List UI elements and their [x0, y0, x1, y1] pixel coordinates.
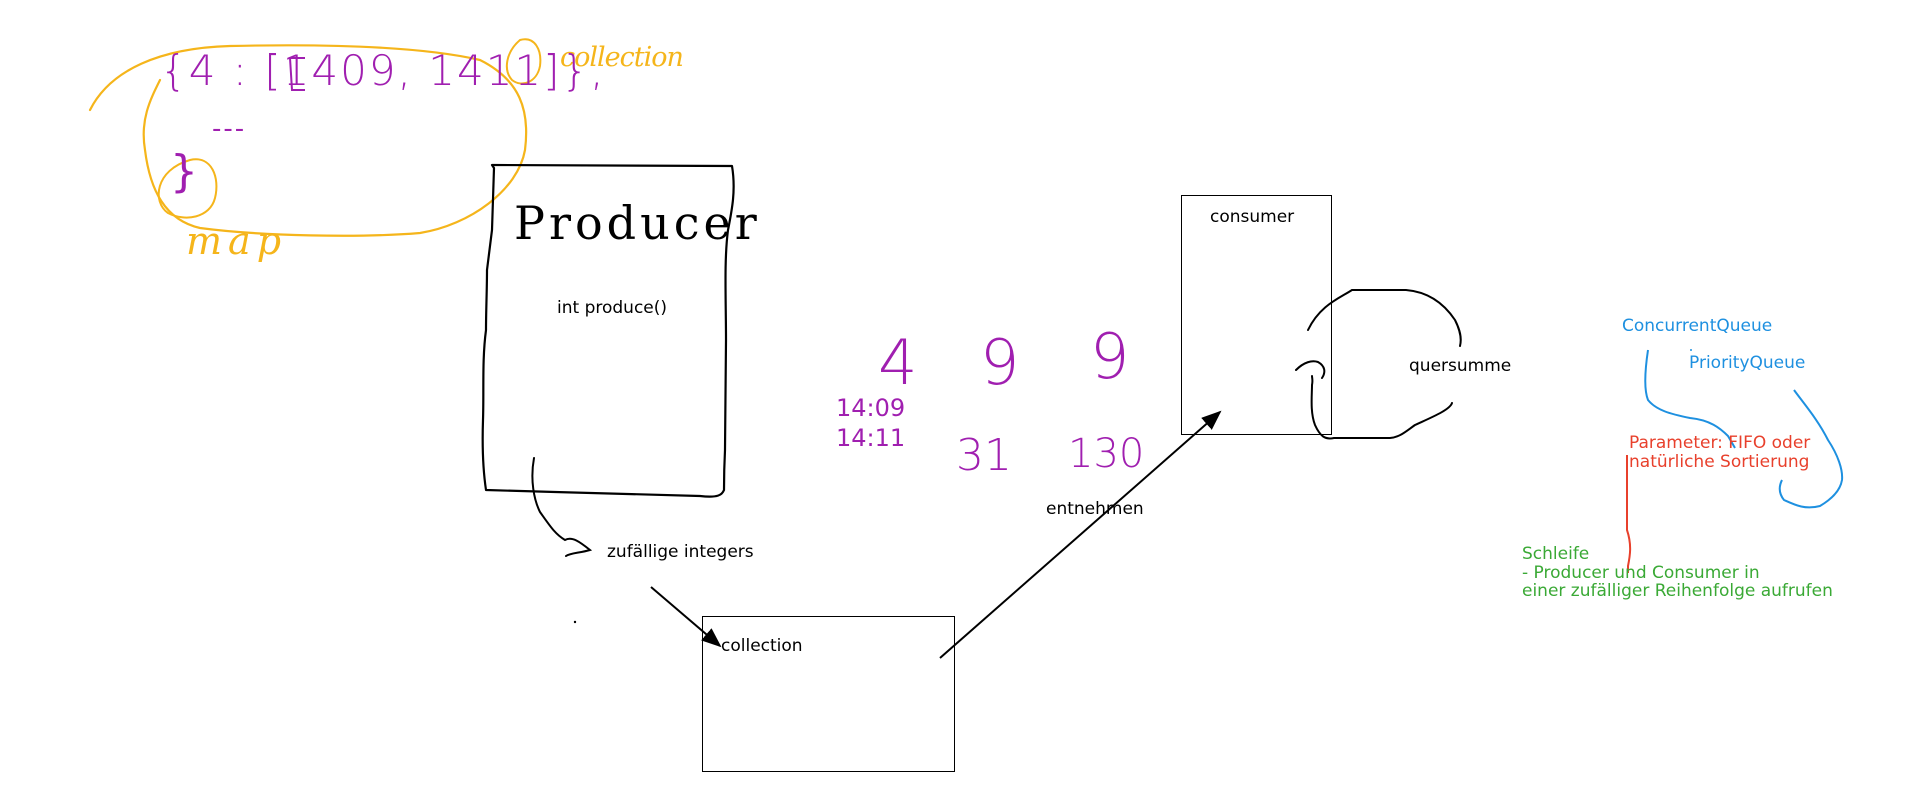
- parameter-line-1: Parameter: FIFO oder: [1629, 433, 1811, 453]
- time-1409: 14:09: [836, 394, 906, 422]
- quersumme-loop-stroke: [1295, 289, 1462, 440]
- digit-4: 4: [878, 326, 918, 399]
- priorityqueue-connector: [1778, 389, 1844, 509]
- map-literal-ellipsis: ---: [212, 114, 247, 144]
- checksum-label: quersumme: [1409, 356, 1512, 376]
- value-130: 130: [1068, 431, 1145, 477]
- take-out-label: entnehmen: [1046, 499, 1144, 519]
- concurrentqueue-connector: [1644, 349, 1736, 449]
- arrow-to-consumer: [939, 410, 1222, 659]
- collection-label: collection: [721, 636, 803, 656]
- map-literal-line: {4 : [1409, 1411]},: [160, 46, 606, 95]
- consumer-label: consumer: [1210, 207, 1295, 227]
- collection-note: collection: [560, 42, 684, 73]
- list-bracket-stroke: [288, 57, 305, 91]
- collection-highlight-circle: [505, 38, 542, 85]
- schleife-line-3: einer zufälliger Reihenfolge aufrufen: [1522, 581, 1833, 601]
- schleife-line-1: Schleife: [1522, 544, 1590, 564]
- schleife-line-2: - Producer und Consumer in: [1522, 563, 1760, 583]
- parameter-connector: [1626, 455, 1632, 573]
- producer-box-stroke: [481, 163, 735, 498]
- produce-method-label: int produce(): [557, 298, 668, 318]
- producer-output-stroke: [531, 457, 593, 557]
- map-highlight-circle: [157, 158, 218, 219]
- priorityqueue-label: PriorityQueue: [1689, 353, 1806, 373]
- producer-title: Producer: [514, 196, 761, 250]
- digit-9-first: 9: [980, 326, 1020, 399]
- parameter-line-2: natürliche Sortierung: [1629, 452, 1810, 472]
- stray-dot: [573, 620, 577, 624]
- map-literal-close: }: [170, 146, 198, 197]
- arrow-to-collection: [650, 586, 722, 648]
- concurrentqueue-label: ConcurrentQueue: [1622, 316, 1773, 336]
- priorityqueue-dot: [1690, 349, 1692, 351]
- collection-box: collection: [702, 616, 955, 772]
- random-integers-label: zufällige integers: [607, 542, 754, 562]
- time-1411: 14:11: [836, 424, 906, 452]
- map-note: map: [186, 219, 288, 263]
- consumer-box: consumer: [1181, 195, 1332, 435]
- digit-9-second: 9: [1090, 320, 1130, 393]
- value-31: 31: [956, 430, 1012, 481]
